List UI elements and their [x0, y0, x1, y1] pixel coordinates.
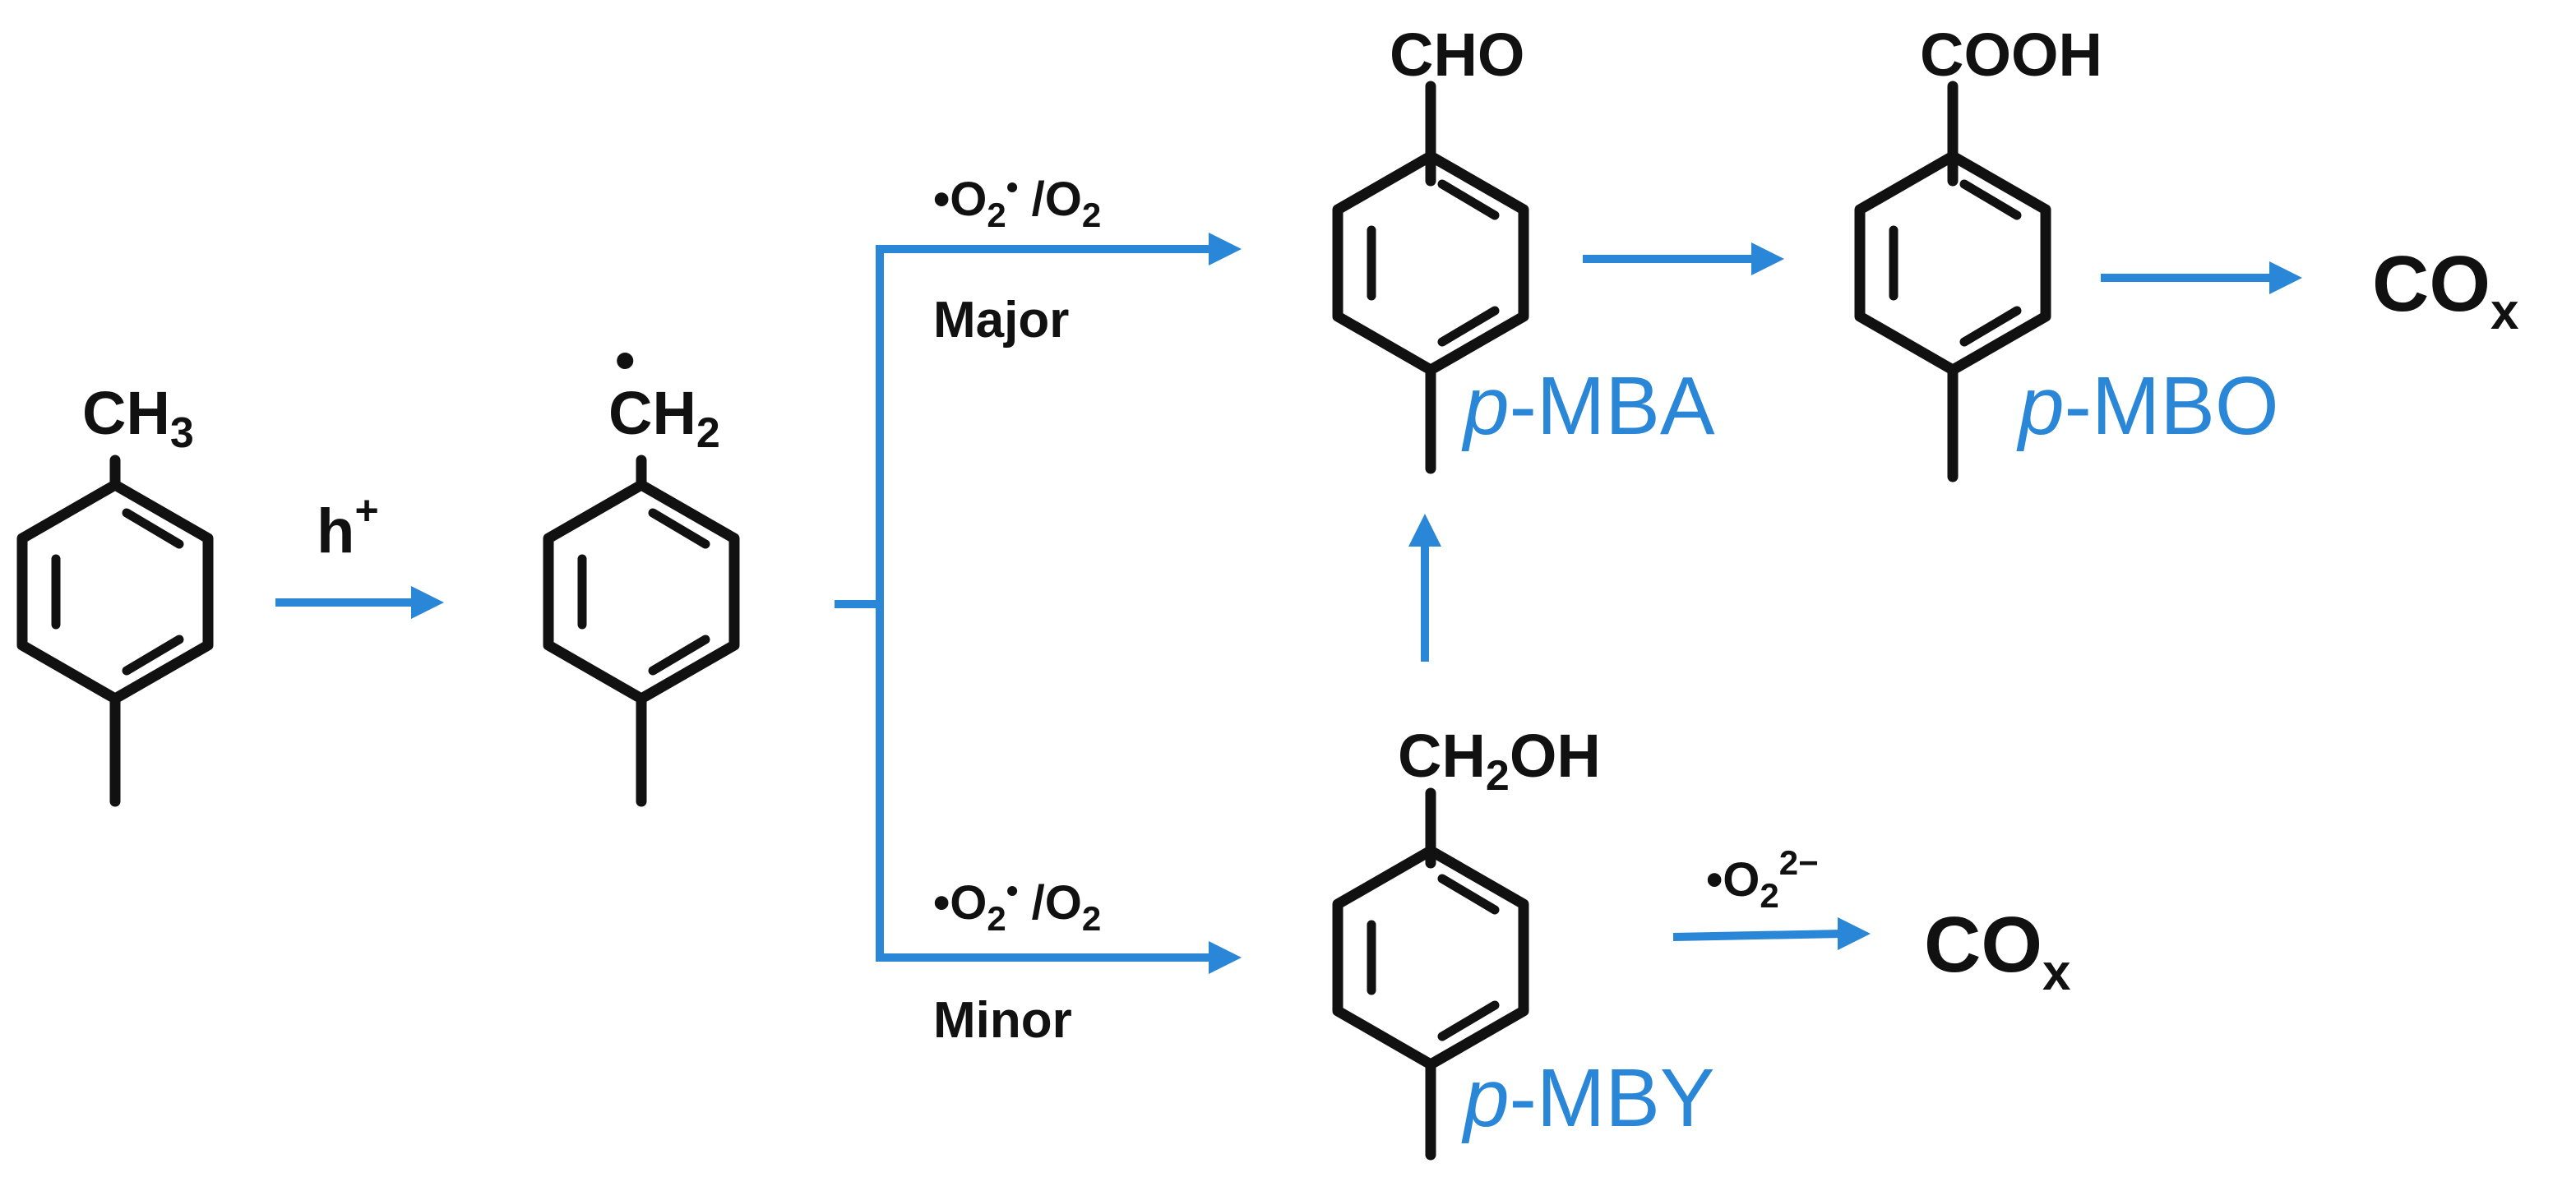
toluene-substituent: CH3: [82, 379, 194, 457]
cox-bottom: COx: [1924, 901, 2071, 1001]
minor-pathway-label: Minor: [933, 992, 1072, 1049]
p-mby-name: p-MBY: [1461, 1052, 1715, 1144]
benzyl-radical-molecule: CH2 •: [548, 328, 734, 807]
major-pathway-label: Major: [933, 292, 1069, 348]
mba-to-mbo-arrow: [1583, 242, 1784, 275]
photo-hole-arrow: h+: [275, 487, 444, 619]
p-mby-molecule: CH2OH p-MBY: [1338, 722, 1715, 1161]
mbo-to-cox-arrow: [2101, 261, 2302, 294]
minor-reagent-label: •O2• /O2: [933, 871, 1101, 938]
benzene-ring: [22, 485, 208, 699]
benzene-ring: [1338, 156, 1524, 370]
aldehyde-substituent: CHO: [1390, 21, 1524, 89]
radical-dot: •: [615, 328, 636, 392]
mby-to-mba-arrow: [1408, 514, 1441, 662]
benzene-ring: [1338, 851, 1524, 1064]
radical-substituent: CH2: [608, 379, 720, 457]
alcohol-substituent: CH2OH: [1398, 722, 1601, 800]
branch-arrows: [835, 233, 1242, 974]
p-mbo-molecule: COOH p-MBO: [1860, 21, 2279, 482]
p-mbo-name: p-MBO: [2016, 360, 2279, 452]
hole-label: h+: [317, 487, 379, 566]
toluene-molecule: CH3: [22, 379, 208, 807]
superoxide-label: •O22−: [1706, 843, 1819, 915]
carboxyl-substituent: COOH: [1920, 21, 2102, 89]
benzene-ring: [548, 485, 734, 699]
major-reagent-label: •O2• /O2: [933, 168, 1101, 234]
benzene-ring: [1860, 156, 2046, 370]
p-mba-molecule: CHO p-MBA: [1338, 21, 1715, 474]
p-mba-name: p-MBA: [1461, 360, 1715, 452]
cox-top: COx: [2372, 240, 2519, 340]
mby-to-cox-arrow: •O22−: [1672, 843, 1871, 950]
